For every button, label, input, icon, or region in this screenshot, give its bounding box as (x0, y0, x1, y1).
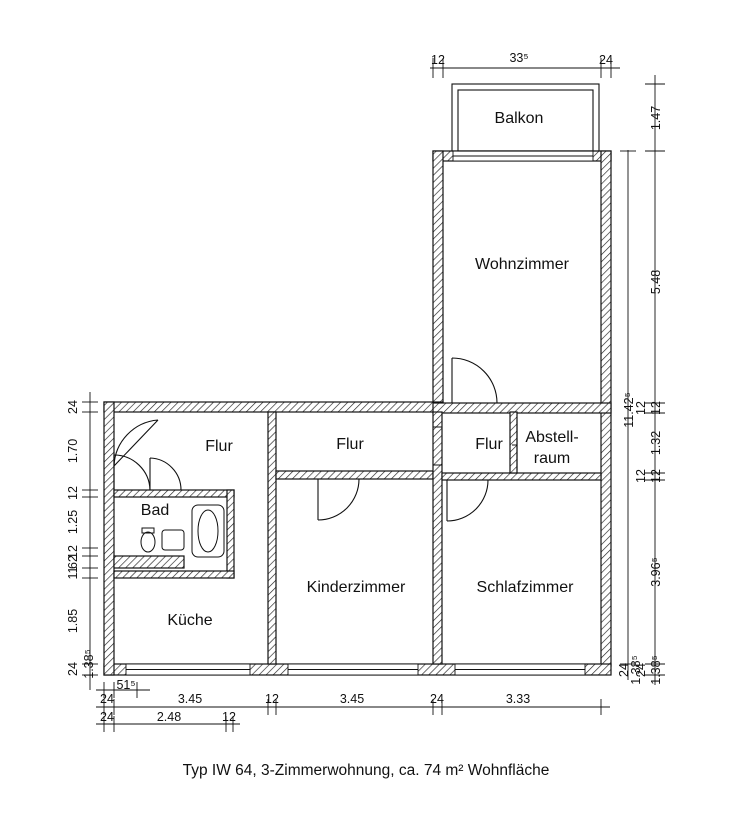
dim-bottom2-333: 3.33 (506, 692, 530, 706)
balcony (451, 83, 600, 152)
dim-left-12a: 12 (66, 486, 80, 500)
dim-right-132: 1.32 (649, 431, 663, 455)
bathtub-icon (191, 504, 225, 558)
door-wohn (451, 357, 498, 404)
wall-flur-bottom-mid (275, 470, 434, 480)
door-bad (113, 454, 151, 491)
dim-right-outer-12b: 12 (634, 469, 648, 483)
wall-top-right (432, 402, 612, 414)
dim-right-147: 1.47 (649, 106, 663, 130)
dim-right-outer-total: 11.42⁵ (622, 392, 636, 428)
wall-bad-right (226, 489, 235, 579)
wall-abstell-left (509, 411, 518, 474)
dimension-texts: 12 33⁵ 24 1.47 5.48 12 1.32 12 3.96⁵ 24 … (66, 51, 663, 724)
dim-right-1385: 1.38⁵ (649, 655, 663, 685)
label-bad: Bad (141, 502, 169, 519)
walls (103, 150, 612, 676)
door-flur-mid (433, 426, 442, 466)
label-flur-mid: Flur (336, 436, 364, 453)
label-flur-left: Flur (205, 438, 233, 455)
dim-left-24a: 24 (66, 400, 80, 414)
doors (113, 357, 518, 522)
dim-right-24: 24 (634, 663, 648, 677)
dim-right-548: 5.48 (649, 270, 663, 294)
label-abstell-2: raum (534, 450, 570, 467)
wall-kitchen-right (267, 411, 277, 665)
dim-right-outer-12a: 12 (634, 401, 648, 415)
dimension-lines (82, 58, 665, 732)
label-kueche: Küche (167, 612, 212, 629)
wall-tower-left (432, 150, 444, 412)
plan-caption: Typ IW 64, 3-Zimmerwohnung, ca. 74 m² Wo… (182, 762, 550, 779)
dim-left-62: 62 (66, 555, 80, 569)
dim-left-24b: 24 (66, 662, 80, 676)
label-schlafzimmer: Schlafzimmer (477, 579, 575, 596)
room-labels: Balkon Wohnzimmer Flur Flur Flur Abstell… (141, 110, 579, 629)
label-kinderzimmer: Kinderzimmer (307, 579, 406, 596)
dim-left-185: 1.85 (66, 609, 80, 633)
dim-bottom3-248: 2.48 (157, 710, 181, 724)
dim-left-11: 11 (66, 566, 80, 579)
dim-top-335: 33⁵ (509, 51, 528, 65)
door-abstell (512, 420, 518, 470)
dim-bottom2-345a: 3.45 (178, 692, 202, 706)
wall-mid-vertical (432, 411, 443, 665)
dim-left-12b: 12 (66, 545, 80, 559)
sink-icon (161, 529, 185, 551)
dim-bottom3-12: 12 (222, 710, 236, 724)
wall-top-left (103, 401, 444, 413)
door-entrance (113, 419, 159, 467)
bathroom-fixtures (140, 504, 225, 558)
dim-right-outer-24: 24 (617, 663, 631, 677)
dim-bottom2-24: 24 (430, 692, 444, 706)
label-flur-right: Flur (475, 436, 503, 453)
wall-right-flur-bottom (441, 472, 602, 481)
dim-right-outer-1385: 1.38⁵ (629, 655, 643, 685)
dim-right-12b: 12 (649, 469, 663, 483)
dim-bottom2-345b: 3.45 (340, 692, 364, 706)
label-wohnzimmer: Wohnzimmer (475, 256, 570, 273)
dim-bottom1-515: 51⁵ (116, 678, 135, 692)
door-kinder (317, 478, 360, 521)
door-schlaf (446, 479, 489, 522)
wall-bad-bottom (113, 570, 235, 579)
toilet-icon (140, 531, 156, 553)
windows (125, 150, 594, 676)
dim-bottom2-12: 12 (265, 692, 279, 706)
dim-top-12: 12 (431, 53, 445, 67)
dim-bottom3-24: 24 (100, 710, 114, 724)
dim-right-12a: 12 (649, 401, 663, 415)
dim-bottom1-24: 24 (100, 692, 114, 706)
door-bad-2 (149, 457, 182, 491)
label-balkon: Balkon (495, 110, 544, 127)
dim-left-170: 1.70 (66, 439, 80, 463)
dim-left-1385: 1.38⁵ (82, 649, 96, 679)
wall-bad-top (113, 489, 235, 498)
label-abstell-1: Abstell- (525, 429, 578, 446)
dim-left-125: 1.25 (66, 510, 80, 534)
wall-left (103, 401, 115, 676)
dim-top-24: 24 (599, 53, 613, 67)
wall-bad-inner (113, 555, 185, 569)
dim-right-3965: 3.96⁵ (649, 557, 663, 587)
